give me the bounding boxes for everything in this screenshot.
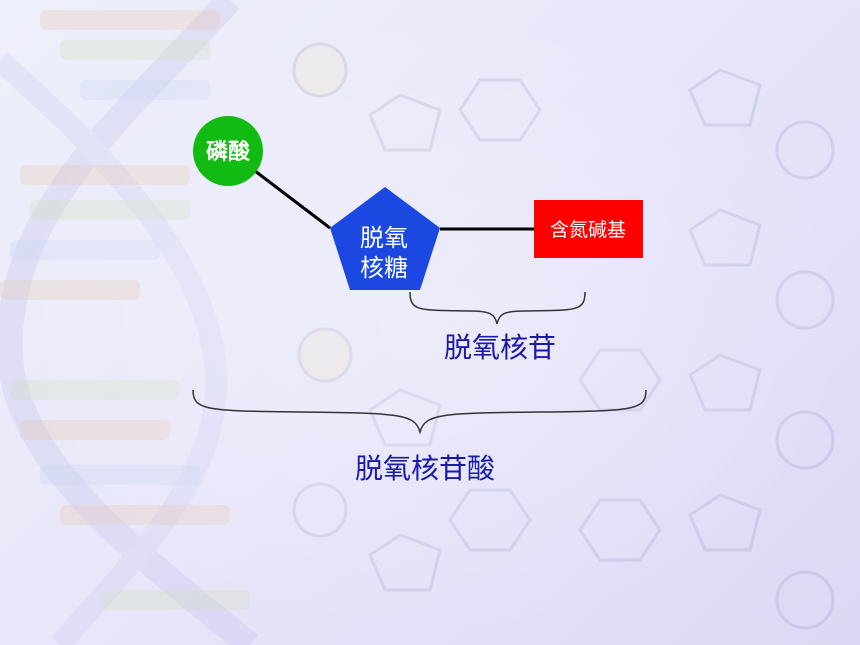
- phosphate-node: [193, 116, 263, 186]
- nucleotide-label: 脱氧核苷酸: [355, 452, 495, 485]
- nucleoside-brace: [409, 291, 586, 325]
- deoxyribose-label-line2: 核糖: [360, 254, 408, 282]
- nitrogenous-base-node: [534, 200, 643, 258]
- deoxyribose-node: [330, 187, 440, 290]
- nucleoside-label: 脱氧核苷: [444, 331, 556, 364]
- phosphate-label: 磷酸: [206, 140, 251, 165]
- nucleotide-brace: [192, 389, 647, 435]
- phosphate-sugar-bond: [254, 169, 331, 230]
- deoxyribose-label-line1: 脱氧: [360, 224, 408, 252]
- nitrogenous-base-label: 含氮碱基: [550, 219, 626, 241]
